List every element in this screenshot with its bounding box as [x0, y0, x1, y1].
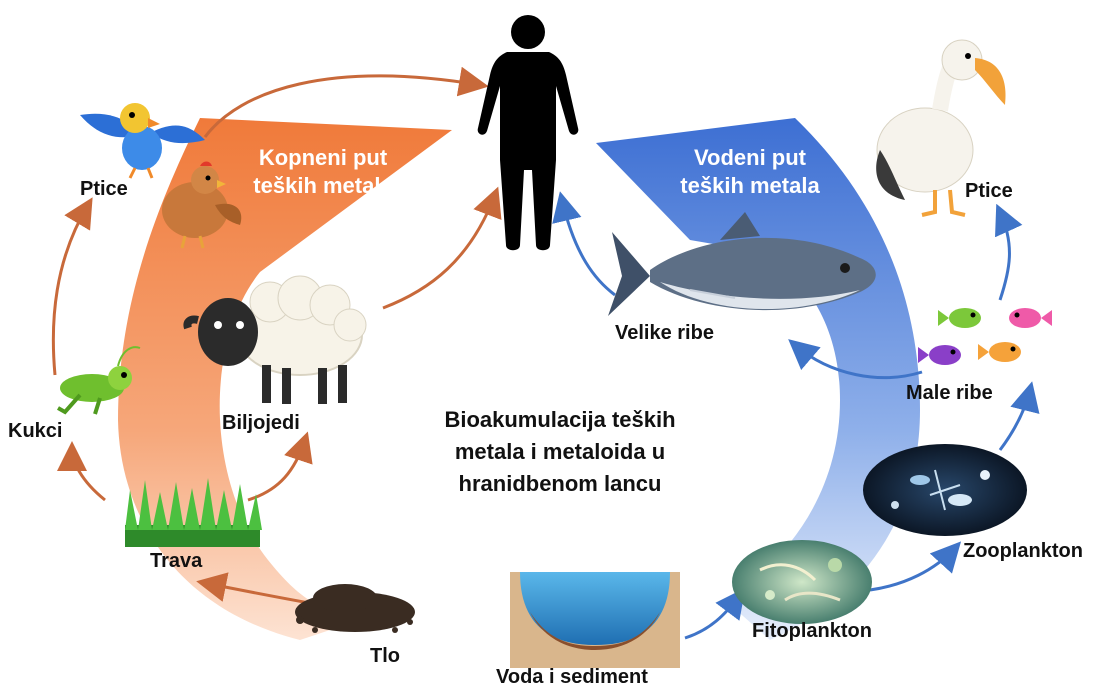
- label-trava: Trava: [150, 550, 202, 573]
- label-ptice-water: Ptice: [965, 180, 1013, 203]
- water-path-title: Vodeni put teških metala: [655, 144, 845, 200]
- label-male-ribe: Male ribe: [906, 382, 993, 405]
- land-path-title-line1: Kopneni put: [228, 144, 418, 172]
- small-fish-icon: [918, 308, 1052, 365]
- human-icon: [478, 15, 579, 250]
- label-fitoplankton: Fitoplankton: [752, 620, 872, 643]
- label-biljojedi: Biljojedi: [222, 412, 300, 435]
- diagram-title-line2: metala i metaloida u: [400, 436, 720, 468]
- diagram-title: Bioakumulacija teških metala i metaloida…: [400, 404, 720, 500]
- label-kukci: Kukci: [8, 420, 62, 443]
- label-voda-sediment: Voda i sediment: [496, 666, 648, 689]
- water-path-title-line1: Vodeni put: [655, 144, 845, 172]
- land-path-title: Kopneni put teških metala: [228, 144, 418, 200]
- water-basin-icon: [510, 572, 680, 668]
- water-path-title-line2: teških metala: [655, 172, 845, 200]
- diagram-title-line3: hranidbenom lancu: [400, 468, 720, 500]
- land-path-title-line2: teških metala: [228, 172, 418, 200]
- label-zooplankton: Zooplankton: [963, 540, 1083, 563]
- label-ptice-land: Ptice: [80, 178, 128, 201]
- diagram-title-line1: Bioakumulacija teških: [400, 404, 720, 436]
- soil-icon: [295, 584, 415, 633]
- phytoplankton-icon: [732, 540, 872, 624]
- zooplankton-icon: [863, 444, 1027, 536]
- label-velike-ribe: Velike ribe: [615, 322, 714, 345]
- label-tlo: Tlo: [370, 645, 400, 668]
